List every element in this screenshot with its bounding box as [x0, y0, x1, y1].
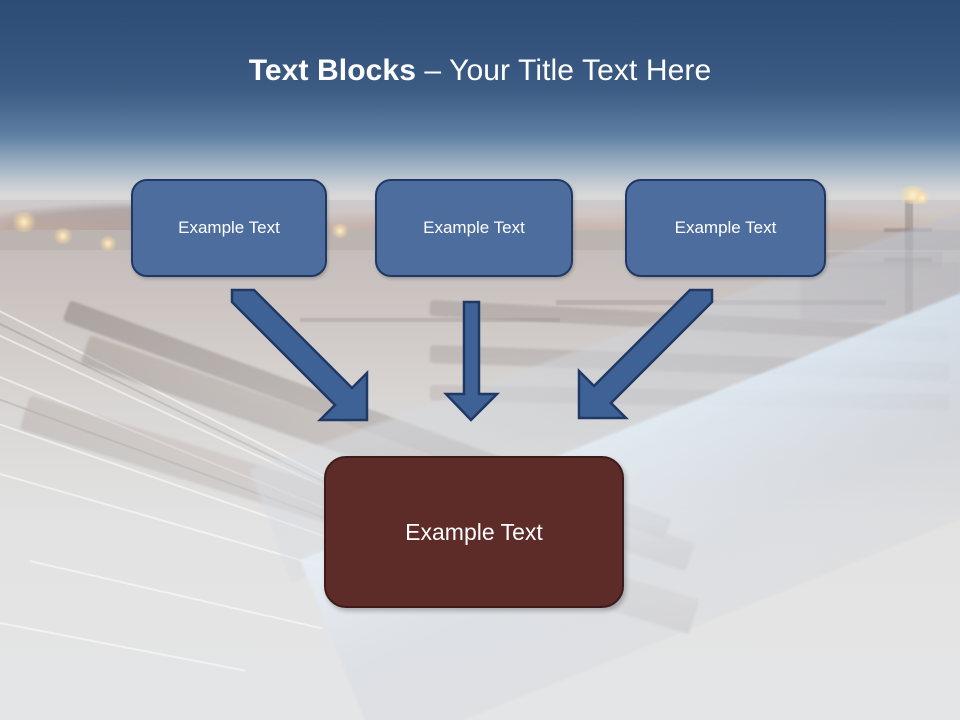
slide-title: Text Blocks – Your Title Text Here	[0, 52, 960, 90]
diagram-node-1-label: Example Text	[178, 218, 280, 237]
arrow-right-icon	[577, 288, 714, 420]
diagram-node-1[interactable]: Example Text	[131, 179, 327, 277]
diagram-node-result-label: Example Text	[405, 518, 543, 545]
background-sky	[0, 0, 960, 200]
arrow-middle-icon	[443, 300, 501, 422]
arrow-left-icon	[230, 288, 369, 422]
title-separator: –	[416, 54, 450, 87]
diagram-node-3-label: Example Text	[674, 218, 777, 237]
diagram-node-3[interactable]: Example Text	[625, 179, 826, 277]
title-regular-part: Your Title Text Here	[449, 54, 712, 87]
diagram-node-result[interactable]: Example Text	[324, 456, 624, 608]
diagram-node-2-label: Example Text	[423, 218, 525, 237]
title-bold-part: Text Blocks	[248, 54, 416, 87]
diagram-node-2[interactable]: Example Text	[375, 179, 573, 277]
